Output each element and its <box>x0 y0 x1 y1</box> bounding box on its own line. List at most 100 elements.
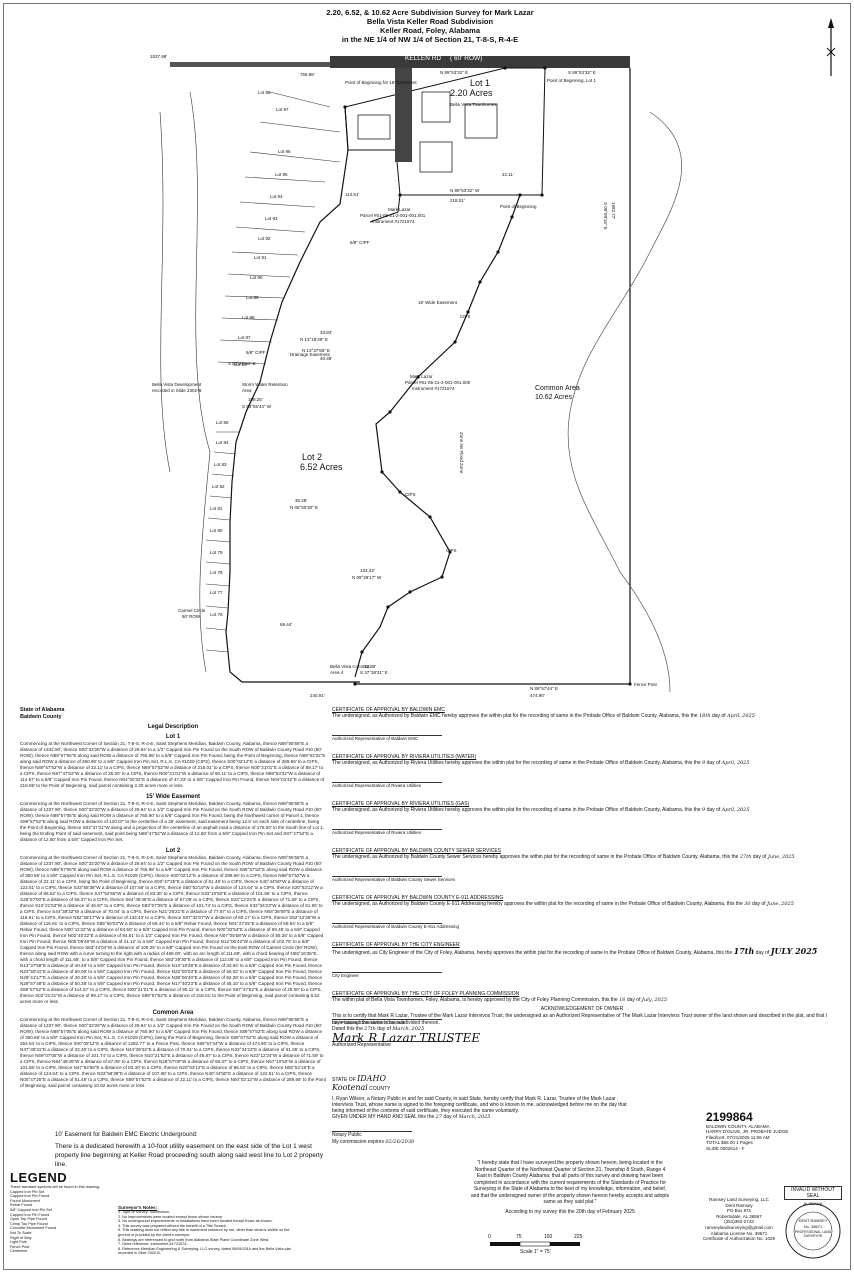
given-year: 2025 <box>477 1114 491 1120</box>
lot-81: Lot 81 <box>210 506 223 511</box>
emc-easement-text: There is a dedicated herewith a 10-foot … <box>55 1143 324 1168</box>
dated-year: 2025 <box>411 1026 425 1032</box>
west-lot-lines <box>159 91 341 673</box>
note-item: 7. Deed reference: Instrument #1721574. <box>118 1242 188 1247</box>
cert-representative: Authorized Representative of Riviera Uti… <box>332 783 422 788</box>
cert-city-engineer: CERTIFICATE OF APPROVAL BY THE CITY ENGI… <box>332 942 832 979</box>
cert-heading: CERTIFICATE OF APPROVAL BY BALDWIN EMC <box>332 707 445 713</box>
lot1-acres: 2.20 Acres <box>450 88 493 98</box>
lot-83: Lot 83 <box>214 462 227 467</box>
lot1-subname: Bella Vista Townhomes <box>450 102 497 107</box>
trustee-label: TRUSTEE <box>419 1030 481 1045</box>
distance-32: 32.30' <box>364 664 377 669</box>
cert-year: 2025 <box>736 807 750 813</box>
pob-lot1: Point of Beginning, Lot 1 <box>547 78 597 83</box>
legal-lot2-text: Commencing at the Northwest Corner of Se… <box>20 855 324 1004</box>
bearing-n1318: N 13°18'39" E <box>300 337 329 342</box>
cert-heading: CERTIFICATE OF APPROVAL BY BALDWIN COUNT… <box>332 895 504 901</box>
legal-heading: Legal Description <box>147 724 199 730</box>
survey-monuments <box>343 66 632 686</box>
distance-114: 114.51' <box>345 192 360 197</box>
lot-96: Lot 96 <box>278 149 291 154</box>
legal-lot1-heading: Lot 1 <box>165 734 181 740</box>
cert-text: The undersigned, as Authorized by Rivier… <box>332 807 701 813</box>
title-line-3: Keller Road, Foley, Alabama <box>379 26 481 35</box>
note-item: 5. This drawing does not reflect any tit… <box>118 1228 290 1237</box>
distance-109: 109.25' <box>248 397 263 402</box>
cert-sewer: CERTIFICATE OF APPROVAL BY BALDWIN COUNT… <box>332 848 832 883</box>
firm-line: Alabama License No. 38671 <box>710 1230 768 1236</box>
cert-body: The undersigned, as Authorized by Rivier… <box>332 760 750 766</box>
surveyor-firm: Ramsey Land Surveying, LLC Dent Ramsey P… <box>698 1197 780 1242</box>
lot-79: Lot 79 <box>210 550 223 555</box>
owner-acknowledgement: ACKNOWLEDGEMENT OF OWNER This is to cert… <box>332 1006 832 1049</box>
recording-line: BALDWIN COUNTY, ALABAMA <box>706 1124 770 1129</box>
bearing-s0009: S 00°09'16" E <box>603 202 608 230</box>
notary-public: Notary Public <box>332 1131 412 1139</box>
dated-mid: day of <box>377 1026 391 1032</box>
commission-line: My commission expires 02/26/2030 <box>332 1139 632 1146</box>
pob-lot2: Point of Beginning <box>500 204 537 209</box>
cips-label-2: CIPS <box>405 492 416 497</box>
signature-line <box>332 909 442 924</box>
lot1-label: Lot 1 <box>470 78 491 88</box>
common-area-label: Common Area <box>535 385 580 392</box>
plat-drawing <box>159 56 682 693</box>
cert-representative: Authorized Representative of Baldwin Cou… <box>332 924 459 929</box>
flood-zone-line <box>567 111 682 693</box>
lot2-acres: 6.52 Acres <box>300 462 343 472</box>
owner-dated: Dated this the 27th day of March, 2025 <box>332 1026 425 1032</box>
distance-240: 240.91' <box>310 693 325 698</box>
recording-line: Filed/cert. 07/21/2025 11:06 AM <box>706 1134 770 1140</box>
distance-35: 35.28' <box>295 498 308 503</box>
cert-text: The undersigned, as City Engineer of the… <box>332 950 733 956</box>
kellen-road-pavement <box>330 56 630 68</box>
cert-heading: CERTIFICATE OF APPROVAL BY BALDWIN COUNT… <box>332 848 502 854</box>
probate-recording: 2199864 BALDWIN COUNTY, ALABAMA HARRY D'… <box>706 1110 826 1151</box>
cert-body: The undersigned, as Authorized by Baldwi… <box>332 854 795 860</box>
cert-body: The undersigned, as Authorized by Baldwi… <box>332 901 794 907</box>
lot-88: Lot 88 <box>242 315 255 320</box>
distance-22: 22.11' <box>502 172 514 177</box>
scale-label: Scale 1" = 75' <box>520 1249 551 1255</box>
bella-vista-dev: Bella Vista Development recorded in Slid… <box>152 382 202 393</box>
given-day: 27 <box>435 1114 443 1120</box>
owner-signature-text: Mark R Lazar <box>332 1030 416 1045</box>
cert-year: 2025 <box>736 760 750 766</box>
distance-40: 40.48' <box>320 356 333 361</box>
lot2-label: Lot 2 <box>302 452 323 462</box>
parcel-2: Parcel #61-05-21-2-001-001.000 <box>405 380 471 385</box>
cert-text: The undersigned, as Authorized by Baldwi… <box>332 901 743 907</box>
dated-prefix: Dated this the <box>332 1026 363 1032</box>
legend-item: Light Pole <box>10 1240 27 1245</box>
signature-line <box>332 862 442 877</box>
lot-93: Lot 93 <box>265 216 278 221</box>
cert-day: 30 <box>744 901 751 907</box>
bearing-n0928: N 09°28'17" W <box>352 575 382 580</box>
cert-month: April <box>726 713 740 719</box>
legend-item: Not To Scale <box>10 1230 32 1235</box>
note-item: 8. Reference Meridian Engineering & Surv… <box>118 1246 291 1256</box>
lot-87: Lot 87 <box>238 335 251 340</box>
lot2-west-boundary <box>225 106 360 683</box>
owner-text: This is to certify that Mark R Lazar, Tr… <box>332 1013 828 1026</box>
legend-item: Right of Way <box>10 1235 32 1240</box>
bearing-s3738: S 37°38'31" E <box>360 670 388 675</box>
cert-day: 16 <box>619 997 626 1003</box>
scale-tick-0: 0 <box>488 1234 491 1240</box>
lot1-boundary <box>344 67 546 196</box>
firm-line: Dent Ramsey <box>725 1202 753 1208</box>
building-4 <box>419 141 453 173</box>
title-line-1: 2.20, 6.52, & 10.62 Acre Subdivision Sur… <box>326 8 534 17</box>
cert-representative: Authorized Representative of Riviera Uti… <box>332 830 422 835</box>
bearing-n1337: N 13°37'58" E <box>302 348 331 353</box>
legend-item: Found Monument <box>10 1198 40 1203</box>
row-label: ( 60' ROW) <box>450 55 483 62</box>
lot-84: Lot 84 <box>216 440 229 445</box>
lot-94: Lot 94 <box>270 194 283 199</box>
surveyor-statement: "I hereby state that I have surveyed the… <box>470 1160 670 1215</box>
legal-easement-text: Commencing at the Northwest Corner of Se… <box>20 801 325 842</box>
lot-91: Lot 91 <box>254 255 267 260</box>
cert-day: 9 <box>702 760 706 766</box>
dated-month: March <box>392 1026 409 1032</box>
